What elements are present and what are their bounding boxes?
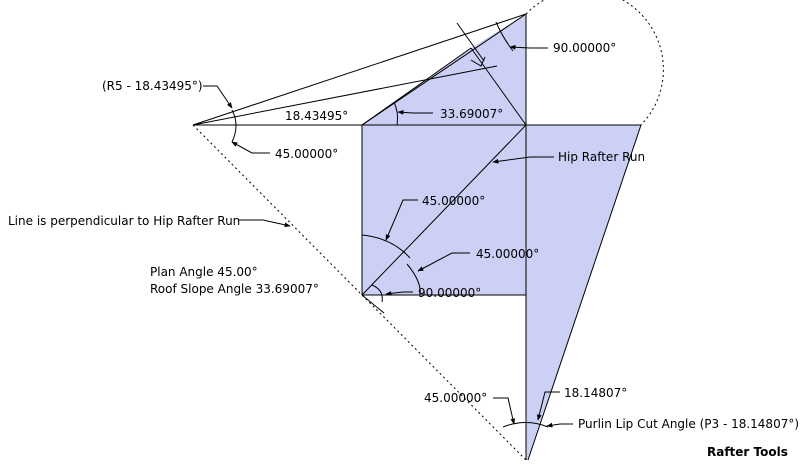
label-perpendicular-note: Line is perpendicular to Hip Rafter Run	[8, 214, 240, 228]
perpendicular-dotted-line	[192, 124, 527, 461]
label-purlin-lip-cut: Purlin Lip Cut Angle (P3 - 18.14807°)	[578, 417, 799, 431]
leader-45-lower	[417, 252, 470, 272]
leader-45-upper	[385, 199, 418, 241]
line-inner-top	[361, 13, 527, 126]
leader-r5	[203, 85, 233, 109]
brand-rafter-tools: Rafter Tools	[707, 445, 788, 459]
leader-hip-run	[492, 156, 554, 164]
leader-33	[397, 109, 433, 115]
label-90-top: 90.00000°	[553, 41, 616, 55]
dotted-arc-right	[525, 0, 664, 126]
label-33-69007: 33.69007°	[440, 107, 503, 121]
line-purlin-right	[527, 124, 642, 461]
label-hip-rafter-run: Hip Rafter Run	[558, 150, 645, 164]
line-perp-top	[470, 47, 527, 126]
label-18-43495: 18.43495°	[285, 109, 348, 123]
line-bottom-short	[361, 294, 385, 314]
line-apex-to-top	[192, 13, 527, 126]
right-angle-mark	[470, 56, 486, 67]
leader-purlin	[546, 422, 573, 428]
dotted-construction	[192, 0, 664, 461]
labels: (R5 - 18.43495°) 18.43495° 45.00000° 33.…	[8, 41, 799, 459]
label-plan-angle: Plan Angle 45.00°	[150, 265, 258, 279]
line-diagonal-hip-run	[361, 124, 527, 296]
label-18-14807: 18.14807°	[564, 386, 627, 400]
label-45-bottom: 45.00000°	[424, 391, 487, 405]
leader-90-top	[509, 44, 548, 50]
arc-apex	[231, 109, 237, 143]
arc-33-69007	[393, 101, 399, 126]
leader-45-left	[231, 141, 270, 154]
label-45-left: 45.00000°	[275, 147, 338, 161]
arc-45-upper	[361, 234, 411, 259]
label-45-center-lower: 45.00000°	[476, 247, 539, 261]
arc-45-lower	[406, 263, 421, 296]
leader-45-bottom	[493, 397, 516, 425]
construction-lines	[192, 13, 642, 461]
leader-90-center	[385, 290, 413, 296]
label-r5-angle: (R5 - 18.43495°)	[102, 79, 203, 93]
label-roof-slope-angle: Roof Slope Angle 33.69007°	[150, 282, 319, 296]
arc-90-center	[371, 284, 383, 303]
label-45-center-upper: 45.00000°	[422, 194, 485, 208]
arc-bottom	[502, 422, 549, 428]
leaders	[203, 44, 573, 428]
label-90-center: 90.00000°	[418, 286, 481, 300]
leader-perpendicular	[238, 219, 291, 228]
line-apex-to-mid	[192, 65, 498, 126]
leader-18-14807	[536, 391, 560, 421]
line-perp-upper	[456, 22, 485, 62]
